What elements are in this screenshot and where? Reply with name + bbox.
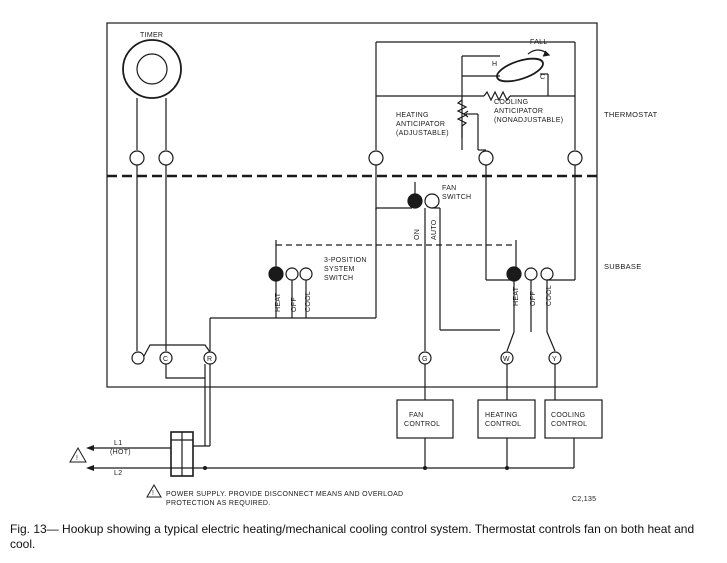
subbase-switch-cool-contact [540, 267, 554, 281]
heating-anticipator-line-1: HEATING [396, 112, 429, 119]
terminal-c-label: C [163, 356, 168, 363]
mercury-bulb [496, 57, 544, 83]
warning-mark-left: ! [76, 455, 78, 462]
system-switch-line-1: 3-POSITION [324, 257, 367, 264]
heating-control-box [477, 399, 536, 439]
figure-caption-text: Hookup showing a typical electric heatin… [10, 522, 695, 551]
subbase-label: SUBBASE [604, 262, 642, 271]
cooling-anticipator-resistor [483, 90, 511, 102]
heating-control-line-2: CONTROL [485, 421, 521, 428]
system-switch-off-contact [285, 267, 299, 281]
terminal-bottom-left [131, 351, 145, 365]
heating-anticipator-resistor [456, 99, 468, 127]
cooling-anticipator-line-3: (NONADJUSTABLE) [494, 117, 563, 124]
cooling-control-line-1: COOLING [551, 412, 585, 419]
thermostat-enclosure [106, 22, 598, 388]
l1-sub-label: (HOT) [110, 449, 131, 456]
fan-control-line-2: CONTROL [404, 421, 440, 428]
fan-on-label: ON [414, 229, 421, 240]
system-switch-heat-contact [268, 266, 284, 282]
timer-hub [136, 53, 168, 85]
left-switch-heat-label: HEAT [275, 292, 282, 312]
timer-label: TIMER [140, 32, 163, 39]
fan-switch-line-1: FAN [442, 185, 457, 192]
terminal-r-label: R [207, 356, 212, 363]
system-switch-line-2: SYSTEM [324, 266, 355, 273]
fan-switch-line-2: SWITCH [442, 194, 471, 201]
h-label: H [492, 61, 497, 68]
c-label: C [540, 74, 545, 81]
subbase-switch-off-contact [524, 267, 538, 281]
timer-terminal-left [129, 150, 145, 166]
fall-label: FALL [530, 39, 548, 46]
fan-auto-label: AUTO [431, 219, 438, 240]
cooling-anticipator-line-1: COOLING [494, 99, 528, 106]
thermostat-label: THERMOSTAT [604, 110, 658, 119]
thermostat-terminal-3 [567, 150, 583, 166]
fan-switch-on-contact [407, 193, 423, 209]
left-switch-cool-label: COOL [305, 291, 312, 312]
heating-anticipator-line-2: ANTICIPATOR [396, 121, 445, 128]
thermostat-terminal-2 [478, 150, 494, 166]
heating-control-line-1: HEATING [485, 412, 518, 419]
fan-switch-auto-contact [424, 193, 440, 209]
terminal-w-label: W [503, 356, 510, 363]
system-switch-cool-contact [299, 267, 313, 281]
right-switch-off-label: OFF [530, 291, 537, 306]
left-switch-off-label: OFF [291, 297, 298, 312]
fan-control-line-1: FAN [409, 412, 424, 419]
cooling-anticipator-line-2: ANTICIPATOR [494, 108, 543, 115]
timer-terminal-right [158, 150, 174, 166]
figure-caption: Fig. 13— Hookup showing a typical electr… [10, 522, 722, 552]
cooling-control-line-2: CONTROL [551, 421, 587, 428]
l1-label: L1 [114, 440, 122, 447]
right-switch-heat-label: HEAT [513, 286, 520, 306]
power-supply-note-line-1: POWER SUPPLY. PROVIDE DISCONNECT MEANS A… [166, 491, 403, 498]
right-switch-cool-label: COOL [546, 285, 553, 306]
system-switch-line-3: SWITCH [324, 275, 353, 282]
timer-dial [122, 39, 182, 99]
cooling-control-box [544, 399, 603, 439]
heating-anticipator-line-3: (ADJUSTABLE) [396, 130, 449, 137]
subbase-switch-heat-contact [506, 266, 522, 282]
l2-label: L2 [114, 470, 122, 477]
thermostat-terminal-1 [368, 150, 384, 166]
power-supply-note-line-2: PROTECTION AS REQUIRED. [166, 500, 271, 507]
figure-code: C2,135 [572, 496, 596, 503]
warning-triangle-note [146, 484, 162, 498]
warning-mark-note: ! [152, 490, 154, 497]
warning-triangle-left [69, 446, 87, 463]
figure-number: Fig. 13— [10, 522, 59, 536]
fan-control-box [396, 399, 454, 439]
terminal-y-label: Y [552, 356, 557, 363]
terminal-g-label: G [422, 356, 428, 363]
